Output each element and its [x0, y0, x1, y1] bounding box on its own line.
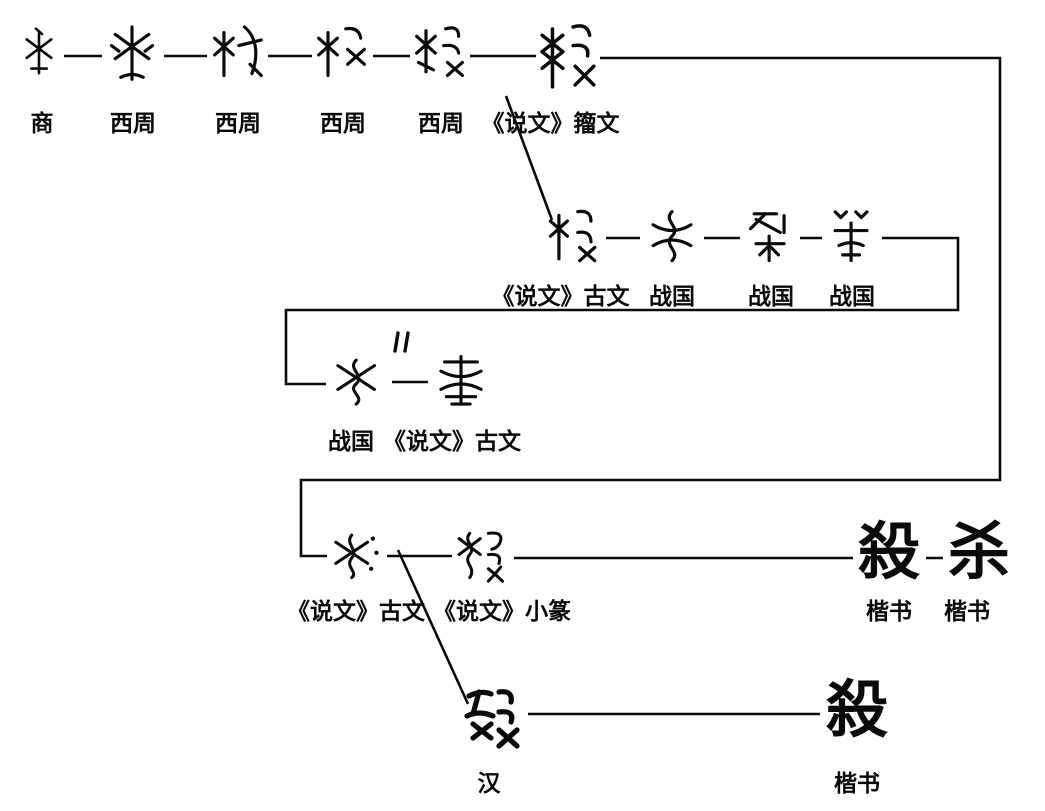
char-kaishu-sha-simplified: 杀	[947, 519, 1010, 587]
label-r3-zhanguo: 战国	[328, 429, 374, 454]
label-r4-kaishu-2: 楷书	[944, 599, 990, 624]
label-r1-zhouwen: 《说文》籀文	[481, 111, 620, 136]
glyph-r1-xizhou-bronze-2	[209, 15, 265, 93]
connector-diagonal-r4-to-r5	[396, 549, 470, 705]
label-r2-zhanguo-3: 战国	[829, 284, 875, 309]
glyph-drawing	[651, 210, 693, 263]
glyph-r4-shuowen-guwen	[329, 528, 385, 590]
glyph-r1-xizhou-bronze-4	[412, 15, 468, 93]
glyph-drawing	[334, 533, 379, 580]
char-kaishu-sha-traditional: 殺	[857, 519, 920, 587]
double-tick-mark	[392, 331, 412, 355]
glyph-r2-zhanguo-3	[824, 206, 880, 272]
glyph-drawing	[457, 531, 504, 583]
label-r1-xizhou-1: 西周	[110, 111, 156, 136]
glyph-r2-shuowen-guwen	[545, 206, 603, 272]
label-r5-han: 汉	[477, 771, 501, 796]
connector-r1-to-r4	[299, 56, 1002, 558]
glyph-drawing	[464, 689, 520, 749]
glyph-r1-xizhou-bronze-3	[314, 15, 370, 93]
glyph-r3-zhanguo	[328, 351, 388, 415]
glyph-r2-zhanguo-2	[743, 206, 799, 272]
label-r1-shang: 商	[30, 111, 54, 136]
glyph-r4-shuowen-xiaozhuan	[454, 528, 512, 590]
label-r1-xizhou-2: 西周	[215, 111, 261, 136]
label-r2-zhanguo-2: 战国	[748, 284, 794, 309]
label-r1-xizhou-3: 西周	[320, 111, 366, 136]
glyph-r1-shang-oracle	[16, 15, 62, 93]
label-r2-shuowen-guwen: 《说文》古文	[491, 284, 630, 309]
label-r5-kaishu: 楷书	[834, 771, 880, 796]
glyph-drawing	[336, 358, 377, 406]
glyph-drawing	[833, 210, 869, 263]
glyph-drawing	[317, 26, 366, 78]
glyph-r1-shuowen-zhouwen	[538, 20, 600, 98]
glyph-r3-shuowen-guwen	[431, 351, 491, 415]
glyph-drawing	[393, 331, 410, 353]
glyph-r2-zhanguo-1	[643, 206, 701, 272]
char-kaishu-sha-traditional-2: 殺	[825, 677, 888, 745]
glyph-drawing	[213, 25, 263, 78]
label-r1-xizhou-4: 西周	[418, 111, 464, 136]
glyph-drawing	[415, 26, 464, 78]
label-r4-shuowen-guwen: 《说文》古文	[287, 599, 425, 624]
connector-diagonal-r1-to-r2	[504, 95, 554, 221]
label-r3-shuowen-guwen: 《说文》古文	[383, 429, 521, 454]
glyph-drawing	[548, 209, 597, 263]
glyph-drawing	[540, 24, 596, 89]
glyph-drawing	[25, 27, 53, 75]
glyph-r1-xizhou-bronze-1	[104, 15, 160, 93]
connector-r2-to-r3	[284, 236, 960, 386]
label-r2-zhanguo-1: 战国	[649, 284, 695, 309]
glyph-drawing	[748, 212, 786, 263]
glyph-drawing	[109, 25, 155, 81]
glyph-drawing	[439, 354, 483, 406]
label-r4-kaishu-1: 楷书	[866, 599, 912, 624]
glyph-r5-han-lishu	[456, 684, 522, 754]
label-r4-shuowen-xiaozhuan: 《说文》小篆	[433, 599, 571, 624]
